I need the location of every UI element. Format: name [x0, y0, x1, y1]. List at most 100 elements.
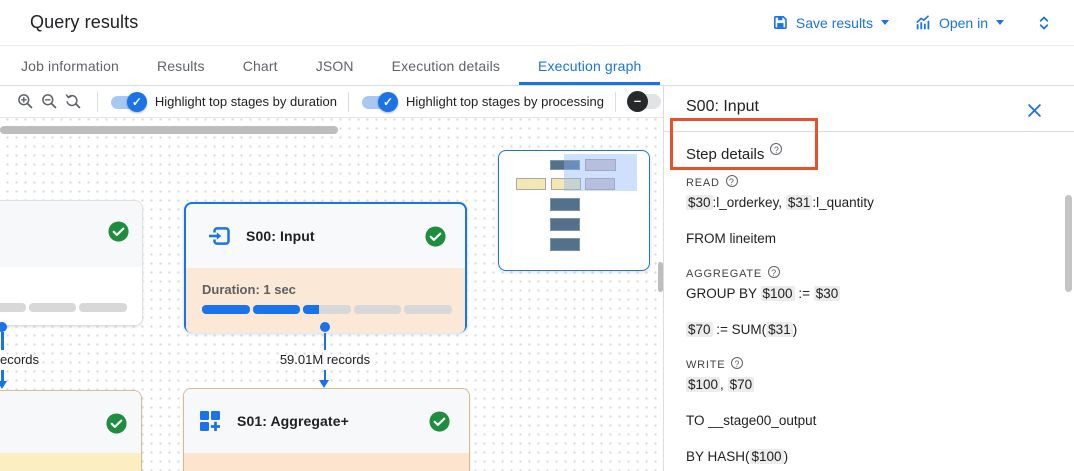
aggregate-icon — [200, 411, 220, 431]
vertical-scrollbar[interactable] — [658, 262, 663, 292]
collapse-expand-button[interactable] — [1030, 9, 1058, 37]
divider — [615, 91, 616, 112]
duration-bar — [202, 305, 452, 314]
divider — [96, 91, 98, 112]
tab-chart[interactable]: Chart — [224, 46, 297, 85]
help-icon[interactable]: ? — [725, 175, 738, 187]
duration-label: Duration: 1 sec — [202, 282, 296, 297]
zoom-in-icon — [18, 94, 33, 109]
check-circle-icon — [425, 225, 446, 247]
edge-line — [1, 332, 4, 350]
edge-line — [1, 370, 4, 382]
zoom-reset-button[interactable] — [62, 89, 86, 115]
close-panel-button[interactable] — [1024, 100, 1044, 120]
toggle-duration-label: Highlight top stages by duration — [154, 94, 337, 109]
stage-node-partial-top[interactable] — [0, 200, 143, 326]
detail-line: $30:l_orderkey, $31:l_quantity — [686, 195, 874, 210]
detail-line: FROM lineitem — [686, 231, 777, 246]
save-icon — [773, 16, 787, 29]
tab-results[interactable]: Results — [138, 46, 224, 85]
help-icon[interactable]: ? — [731, 357, 744, 369]
check-circle-icon — [106, 413, 127, 434]
edge-records-label: 59.01M records — [279, 352, 371, 367]
unfold-icon — [1039, 16, 1049, 29]
tab-job-information[interactable]: Job information — [2, 46, 138, 85]
detail-line: $100, $70 — [686, 377, 755, 392]
arrowhead-icon — [0, 381, 7, 389]
content-area: ✓ Highlight top stages by duration ✓ Hig… — [0, 86, 1074, 471]
minimap-node-pink — [585, 159, 616, 171]
minimap-node-yellow — [551, 178, 581, 190]
chevron-down-icon — [996, 20, 1004, 25]
execution-graph-section: ✓ Highlight top stages by duration ✓ Hig… — [0, 86, 664, 471]
edge-records-label: ecords — [0, 352, 40, 367]
toggle-highlight-duration[interactable]: ✓ — [109, 91, 147, 112]
minimap-node-dark — [550, 198, 580, 211]
panel-scrollbar[interactable] — [1065, 195, 1072, 292]
minimap[interactable] — [498, 150, 650, 271]
minimap-node-dark — [550, 218, 580, 231]
section-label: READ? — [686, 174, 1044, 193]
minimap-viewport[interactable] — [564, 154, 637, 191]
zoom-out-icon — [42, 94, 57, 109]
node-header: S00: Input — [186, 204, 465, 268]
section-label: AGGREGATE? — [686, 265, 1044, 284]
open-in-label: Open in — [938, 14, 988, 31]
duration-bar — [0, 303, 127, 312]
edge-dot — [0, 322, 7, 332]
check-icon: ✓ — [126, 91, 147, 112]
stage-node-s00[interactable]: S00: Input Duration: 1 sec — [184, 202, 467, 333]
divider — [664, 131, 1074, 132]
horizontal-scrollbar[interactable] — [0, 126, 338, 134]
execution-graph-canvas[interactable]: ecords S00: Input — [0, 118, 663, 471]
save-results-button[interactable]: Save results — [772, 14, 889, 31]
header-actions: Save results Open in — [772, 9, 1058, 37]
tab-execution-details[interactable]: Execution details — [373, 46, 519, 85]
edge-line — [323, 370, 327, 381]
check-circle-icon — [108, 221, 129, 242]
chevron-down-icon — [880, 20, 889, 25]
minimap-node-dark — [550, 238, 580, 251]
help-icon[interactable]: ? — [768, 266, 781, 278]
stage-node-partial-bottom[interactable] — [0, 390, 142, 471]
minus-icon: – — [627, 91, 648, 112]
detail-line: BY HASH($100) — [686, 449, 789, 464]
tab-json[interactable]: JSON — [297, 46, 373, 85]
minimap-node-yellow — [516, 178, 546, 190]
node-header: S01: Aggregate+ — [184, 389, 469, 453]
step-details-label: Step details — [686, 146, 765, 163]
check-circle-icon — [429, 410, 450, 432]
zoom-in-button[interactable] — [14, 89, 38, 115]
open-in-button[interactable]: Open in — [915, 14, 1004, 31]
edge-dot — [320, 322, 330, 332]
duration-section: Duration: — [184, 453, 469, 471]
minimap-node-pink — [585, 178, 615, 190]
detail-line: GROUP BY $100 := $30 — [686, 286, 841, 301]
page-title: Query results — [30, 12, 139, 32]
edge-line — [323, 333, 327, 350]
node-title: S01: Aggregate+ — [237, 413, 349, 429]
section-label: WRITE? — [686, 356, 1044, 375]
graph-toolbar: ✓ Highlight top stages by duration ✓ Hig… — [0, 86, 663, 118]
dark-toggle[interactable]: – — [627, 91, 663, 112]
zoom-reset-icon — [66, 94, 81, 109]
duration-section: Duration: 1 sec — [186, 268, 465, 333]
tab-execution-graph[interactable]: Execution graph — [519, 46, 660, 85]
annotation-highlight-box — [670, 118, 818, 170]
input-icon — [209, 227, 230, 245]
toggle-processing-label: Highlight top stages by processing — [405, 94, 604, 109]
toggle-highlight-processing[interactable]: ✓ — [360, 91, 398, 112]
detail-line: TO __stage00_output — [686, 413, 817, 428]
step-details-heading: Step details? — [686, 143, 783, 163]
minimap-node-dark — [550, 160, 580, 170]
panel-title: S00: Input — [686, 98, 759, 115]
check-icon: ✓ — [377, 91, 398, 112]
help-icon[interactable]: ? — [770, 143, 783, 155]
node-title: S00: Input — [246, 228, 315, 244]
zoom-out-button[interactable] — [38, 89, 62, 115]
stage-node-s01[interactable]: S01: Aggregate+ Duration: — [183, 388, 470, 471]
arrowhead-icon — [319, 380, 329, 388]
